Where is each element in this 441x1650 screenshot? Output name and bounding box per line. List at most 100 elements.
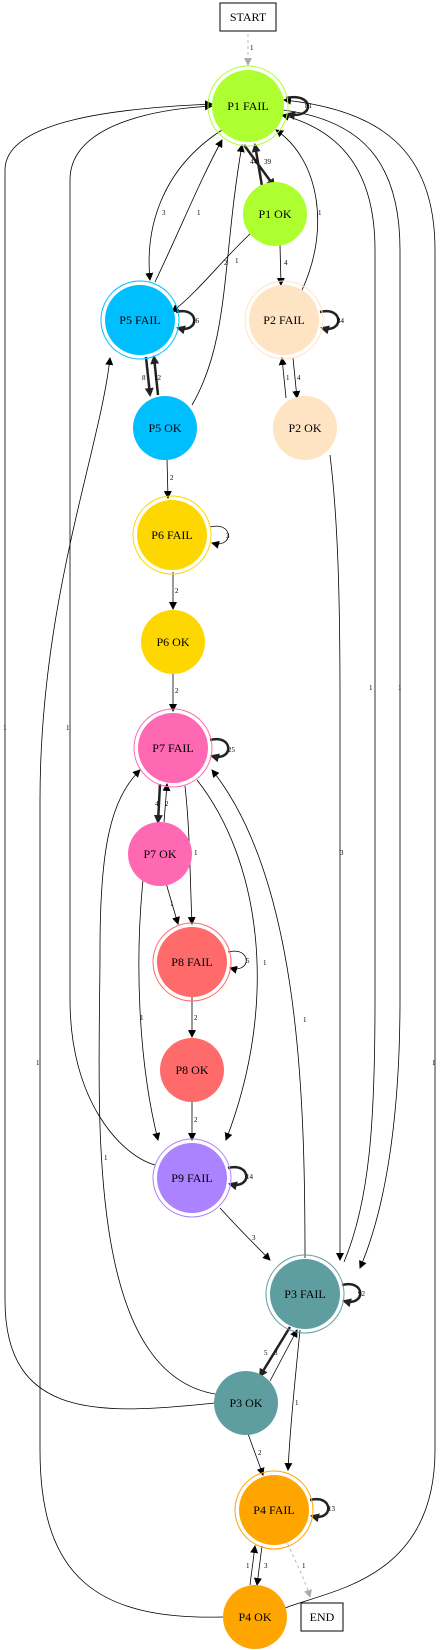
node-label-p7-ok: P7 OK <box>143 847 176 861</box>
node-label-p4-fail: P4 FAIL <box>253 1503 294 1517</box>
edge-p3-fail-p3-ok <box>258 1326 292 1378</box>
edge-label-p1-ok-p1-fail: 39 <box>264 158 272 166</box>
edge-label-p4-ok-p4-fail: 1 <box>246 1562 250 1570</box>
edge-label-p2-ok-p2-fail: 1 <box>286 374 290 382</box>
node-p8-ok <box>160 1038 224 1102</box>
node-p5-fail-ring <box>100 280 180 360</box>
edge-label-p3-ok-p7-fail: 1 <box>104 1154 108 1162</box>
node-label-p5-ok: P5 OK <box>148 421 181 435</box>
edge-p2-fail-p2-ok <box>292 357 301 399</box>
self-loop-label-p8-fail: 5 <box>246 957 250 965</box>
node-label-p2-fail: P2 FAIL <box>263 313 304 327</box>
start-label: START <box>230 10 267 24</box>
edge-p1-ok-p5-fail <box>171 231 253 313</box>
node-p1-fail <box>212 70 284 142</box>
edge-label-p6-fail-p6-ok: 2 <box>175 587 179 595</box>
node-label-p8-ok: P8 OK <box>175 1063 208 1077</box>
edge-label-p3-fail-p3-ok: 5 <box>264 1349 268 1357</box>
node-p6-ok <box>141 610 205 674</box>
edge-p1-fail-p3-fail <box>282 109 401 1269</box>
edge-label-p1-fail-p5-fail: 3 <box>162 209 166 217</box>
self-loop-label-p2-fail: 84 <box>337 317 345 325</box>
node-p7-ok <box>128 822 192 886</box>
self-loop-p4-fail <box>309 1497 330 1523</box>
node-label-p5-fail: P5 FAIL <box>119 313 160 327</box>
edge-label-p2-ok-p3-fail: 3 <box>340 849 344 857</box>
node-p6-fail <box>137 500 207 570</box>
edge-p7-ok-p8-fail <box>165 882 180 925</box>
edge-label-p7-ok-p7-fail: 2 <box>165 800 169 808</box>
edge-label-start-p1-fail: 1 <box>250 44 254 52</box>
edge-p5-fail-p1-fail <box>154 139 223 283</box>
edge-p4-ok-p5-fail <box>39 357 224 1618</box>
edge-label-p4-ok-p1-fail: 1 <box>432 1059 436 1067</box>
edge-p3-fail-p4-fail <box>284 1329 301 1471</box>
self-loop-p6-fail <box>209 525 229 549</box>
node-label-p6-fail: P6 FAIL <box>151 528 192 542</box>
edge-label-p8-fail-p8-ok: 2 <box>194 1014 198 1022</box>
edge-label-p5-ok-p5-fail: 12 <box>154 374 162 382</box>
edge-label-p8-ok-p9-fail: 2 <box>194 1116 198 1124</box>
self-loop-label-p1-fail: 81 <box>305 102 313 110</box>
node-p5-fail <box>105 285 175 355</box>
node-p3-fail-ring <box>265 1254 345 1334</box>
edge-label-p5-fail-p1-fail: 1 <box>197 209 201 217</box>
node-label-p9-fail: P9 FAIL <box>171 1171 212 1185</box>
edge-p4-fail-p4-ok <box>253 1545 263 1586</box>
node-label-p3-fail: P3 FAIL <box>284 1287 325 1301</box>
node-p9-fail <box>157 1143 227 1213</box>
edge-label-p4-fail-p4-ok: 3 <box>264 1562 268 1570</box>
node-label-p6-ok: P6 OK <box>156 635 189 649</box>
self-loop-label-p7-fail: 25 <box>228 746 236 754</box>
edge-p5-ok-p5-fail <box>150 355 160 396</box>
edge-label-p1-ok-p2-fail: 4 <box>284 259 288 267</box>
node-p7-fail <box>138 713 208 783</box>
edge-p3-ok-p1-fail <box>4 100 216 1410</box>
edge-label-p9-fail-p3-fail: 3 <box>252 1234 256 1242</box>
edge-label-p6-ok-p7-fail: 2 <box>175 687 179 695</box>
self-loop-p2-fail <box>319 309 340 335</box>
edge-label-p3-ok-p1-fail: 1 <box>3 724 7 732</box>
edge-label-p5-ok-p1-fail: 2 <box>224 259 228 267</box>
nodes: START P1 FAIL P1 OK P5 FAIL P2 FAIL P5 O… <box>100 2 345 1649</box>
edge-p3-ok-p4-fail <box>246 1430 265 1476</box>
edge-label-p5-fail-p5-ok: 8 <box>142 374 146 382</box>
edge-p5-ok-p1-fail <box>191 144 245 406</box>
edge-p2-ok-p3-fail <box>329 454 344 1261</box>
node-p4-ok <box>223 1585 287 1649</box>
node-p2-fail <box>249 285 319 355</box>
self-loop-label-p9-fail: 14 <box>246 1173 254 1181</box>
edge-p7-fail-p7-ok <box>153 783 163 824</box>
node-p4-fail-ring <box>234 1470 314 1550</box>
self-loop-label-p5-fail: 16 <box>192 317 200 325</box>
edge-label-p3-fail-p1-fail: 1 <box>369 684 373 692</box>
edge-p9-fail-p1-fail <box>69 102 213 1166</box>
edge-p7-fail-p9-fail <box>196 779 258 1141</box>
self-loop-label-p3-fail: 92 <box>358 1290 366 1298</box>
edge-p3-fail-p1-fail <box>281 112 376 1263</box>
edge-label-p1-ok-p5-fail: 1 <box>235 257 239 265</box>
edge-p1-ok-p2-fail <box>276 244 285 286</box>
node-label-p1-fail: P1 FAIL <box>227 99 268 113</box>
edge-label-p1-fail-p1-ok: 44 <box>250 158 258 166</box>
edge-p7-ok-p7-fail <box>162 783 171 823</box>
self-loop-label-p6-fail: 3 <box>226 532 230 540</box>
node-p1-ok <box>243 182 307 246</box>
node-p8-fail-ring <box>152 922 232 1002</box>
node-label-p8-fail: P8 FAIL <box>171 955 212 969</box>
edge-label-p3-ok-p3-fail: 3 <box>274 1349 278 1357</box>
edge-label-p2-fail-p1-fail: 1 <box>318 209 322 217</box>
self-loop-label-p4-fail: 13 <box>328 1505 336 1513</box>
edge-p3-ok-p7-fail <box>98 769 223 1396</box>
node-label-p7-fail: P7 FAIL <box>152 741 193 755</box>
node-p1-fail-ring <box>207 65 289 147</box>
node-p4-fail <box>239 1475 309 1545</box>
self-loop-p3-fail <box>341 1282 362 1308</box>
edge-label-p7-ok-p9-fail: 1 <box>140 1014 144 1022</box>
edge-label-p1-fail-p3-fail: 1 <box>398 684 402 692</box>
node-p8-fail <box>157 927 227 997</box>
edge-p3-ok-p3-fail <box>269 1329 298 1382</box>
edge-p9-fail-p3-fail <box>219 1207 271 1261</box>
node-p9-fail-ring <box>152 1138 232 1218</box>
